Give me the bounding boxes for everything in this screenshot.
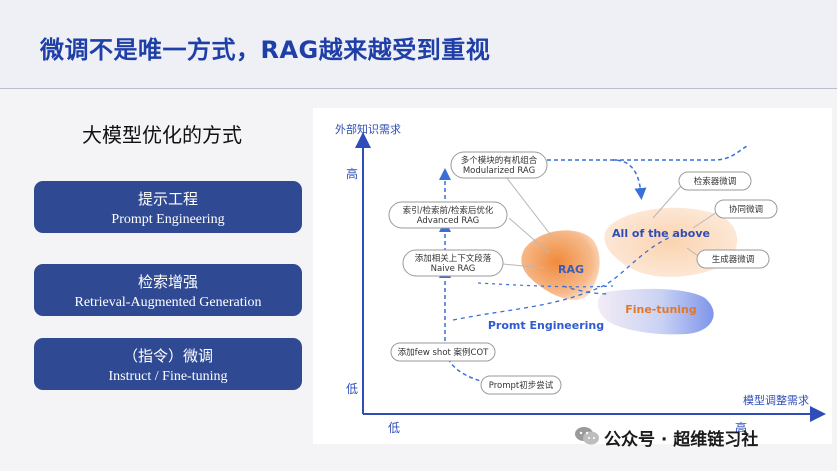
card-title-en: Retrieval-Augmented Generation [74, 295, 262, 310]
y-low-label: 低 [346, 382, 358, 396]
slide-header: 微调不是唯一方式，RAG越来越受到重视 [0, 0, 837, 89]
card-title-en: Instruct / Fine-tuning [108, 369, 228, 384]
flow-arrow [613, 145, 748, 161]
flow-arrow [547, 159, 647, 200]
node-text: Advanced RAG [417, 216, 480, 226]
rag-label: RAG [558, 263, 584, 276]
dashed-guide [562, 285, 610, 295]
node-text: Prompt初步尝试 [489, 380, 554, 391]
node-text: 多个模块的有机组合 [461, 155, 538, 166]
card-prompt-engineering: 提示工程 Prompt Engineering [34, 181, 302, 233]
x-axis-label: 模型调整需求 [743, 393, 809, 407]
card-title-zh: 提示工程 [137, 190, 198, 208]
node-retriever-ft: 检索器微调 [678, 171, 752, 191]
node-generator-ft: 生成器微调 [696, 249, 770, 269]
section-subtitle: 大模型优化的方式 [82, 123, 242, 147]
node-collab-ft: 协同微调 [714, 199, 778, 219]
x-high-label: 高 [735, 420, 747, 435]
node-advanced-rag: 索引/检索前/检索后优化 Advanced RAG [388, 201, 508, 229]
card-title-zh: （指令）微调 [122, 347, 213, 365]
prompt-engineering-label: Promt Engineering [488, 319, 604, 332]
node-text: 索引/检索前/检索后优化 [403, 205, 494, 216]
node-naive-rag: 添加相关上下文段落 Naive RAG [402, 249, 504, 277]
y-high-label: 高 [346, 166, 358, 181]
node-text: Naive RAG [431, 264, 476, 274]
node-text: 协同微调 [729, 204, 763, 215]
y-axis-label: 外部知识需求 [335, 122, 401, 136]
wechat-icon [575, 427, 599, 445]
x-low-label: 低 [388, 421, 400, 435]
node-text: 检索器微调 [694, 176, 737, 187]
dashed-guide [477, 282, 614, 288]
fine-tuning-region [597, 288, 714, 335]
node-text: Modularized RAG [463, 166, 535, 176]
card-title-en: Prompt Engineering [111, 212, 225, 227]
node-text: 生成器微调 [712, 254, 755, 265]
card-title-zh: 检索增强 [137, 273, 198, 291]
node-modularized-rag: 多个模块的有机组合 Modularized RAG [450, 151, 548, 179]
rag-region [521, 230, 600, 300]
connector-line [508, 217, 550, 254]
card-rag: 检索增强 Retrieval-Augmented Generation [34, 264, 302, 316]
slide-title: 微调不是唯一方式，RAG越来越受到重视 [40, 36, 491, 64]
card-fine-tuning: （指令）微调 Instruct / Fine-tuning [34, 338, 302, 390]
node-few-shot: 添加few shot 案例COT [390, 342, 496, 362]
connector-line [652, 185, 682, 219]
footer-watermark: 公众号 · 超维链习社 [604, 430, 759, 450]
node-text: 添加few shot 案例COT [398, 347, 490, 358]
node-text: 添加相关上下文段落 [415, 253, 492, 264]
fine-tuning-label: Fine-tuning [625, 303, 697, 316]
diagram-svg: 外部知识需求 模型调整需求 高 低 低 高 多个模块的有机组合 Modu [335, 122, 826, 435]
optimization-diagram: 外部知识需求 模型调整需求 高 低 低 高 多个模块的有机组合 Modu [313, 108, 832, 444]
all-above-label: All of the above [612, 227, 710, 240]
connector-line [502, 172, 554, 239]
node-prompt-try: Prompt初步尝试 [480, 375, 562, 395]
connector-line [692, 211, 718, 229]
connector-line [502, 263, 546, 269]
